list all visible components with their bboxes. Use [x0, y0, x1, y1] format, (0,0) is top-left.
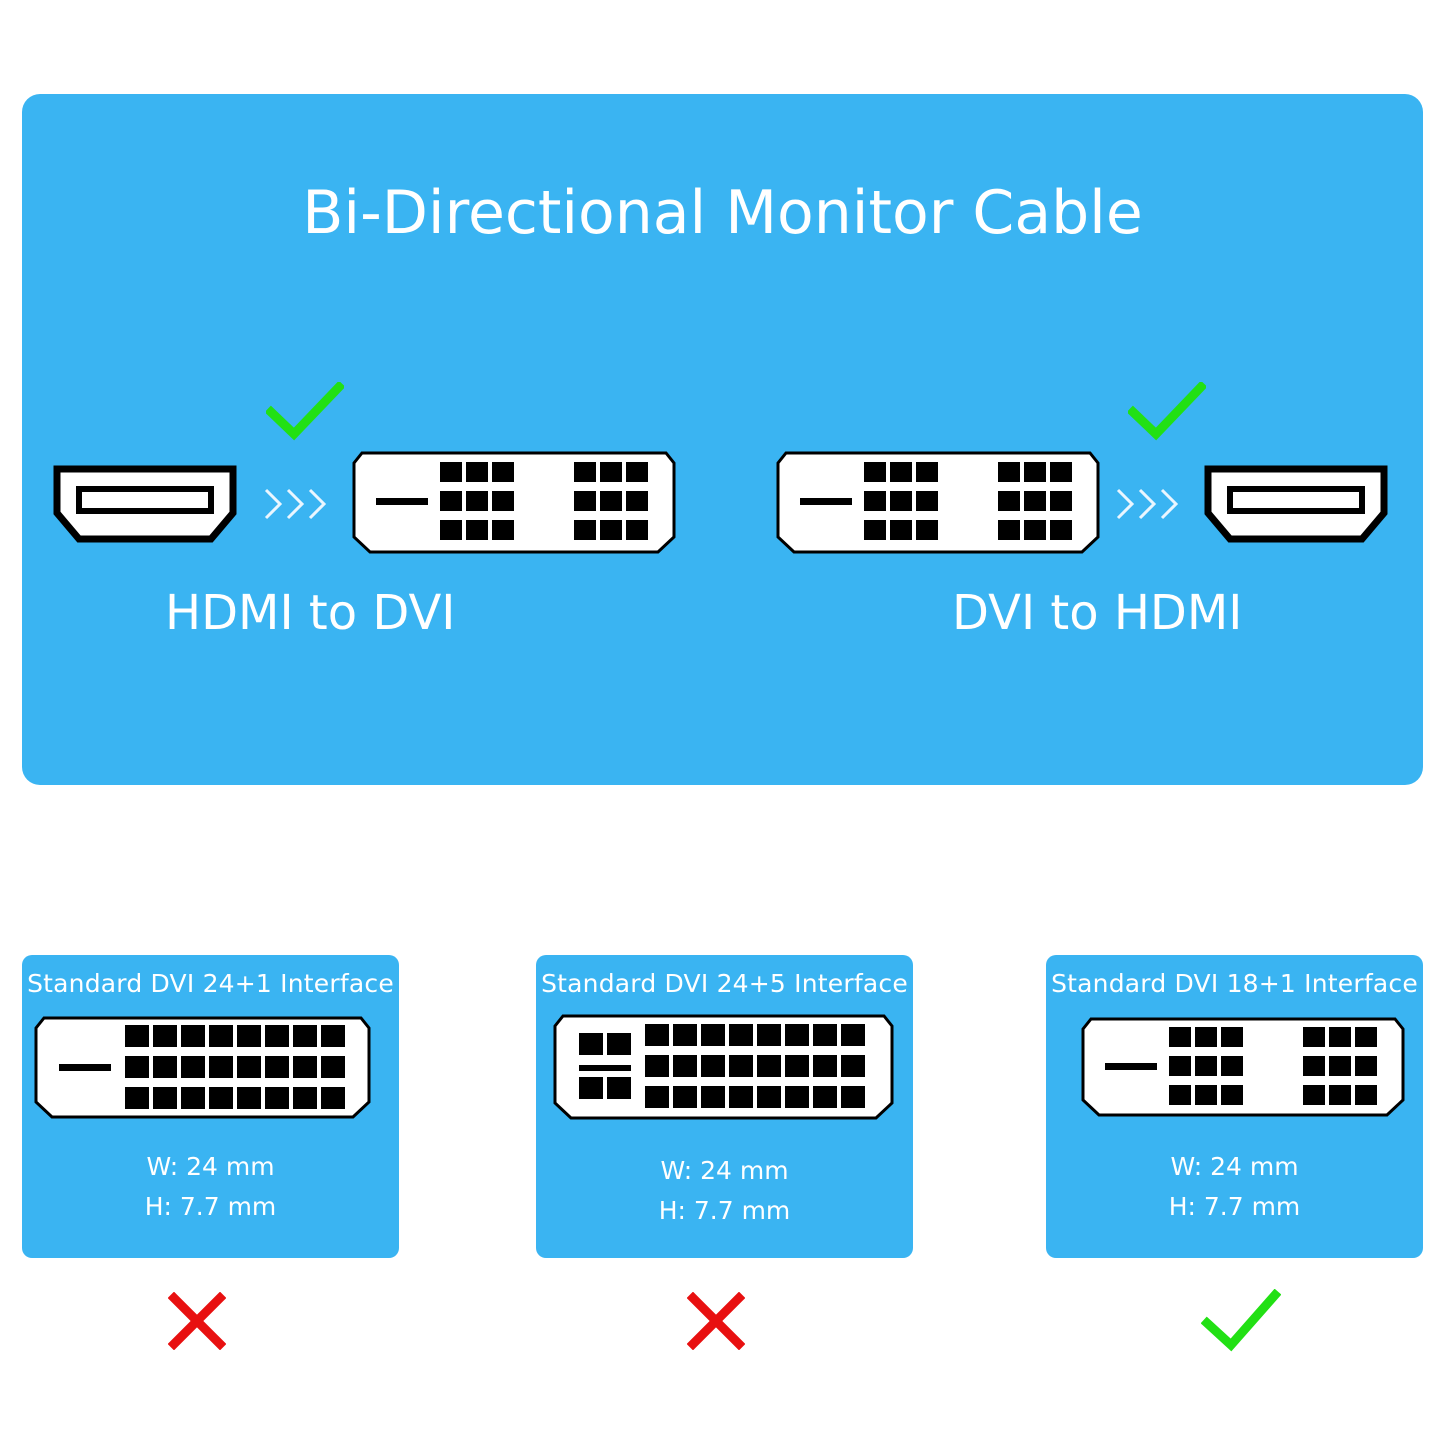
- interface-height: H: 7.7 mm: [1168, 1192, 1301, 1221]
- arrow-icon: [1114, 486, 1182, 522]
- page-title: Bi-Directional Monitor Cable: [302, 178, 1143, 248]
- interface-title: Standard DVI 24+1 Interface: [27, 969, 394, 998]
- check-icon: [1128, 382, 1206, 442]
- interface-height: H: 7.7 mm: [144, 1192, 277, 1221]
- hdmi-to-dvi-label: HDMI to DVI: [165, 585, 456, 641]
- interface-card-18-1: Standard DVI 18+1 Interface W: 24 mm H: …: [1046, 955, 1423, 1258]
- interface-card-24-1: Standard DVI 24+1 Interface W: 24 mm H: …: [22, 955, 399, 1258]
- interface-title: Standard DVI 18+1 Interface: [1051, 969, 1418, 998]
- check-icon: [266, 382, 344, 442]
- dvi-24-1-port-icon: [34, 1016, 371, 1119]
- dvi-18-1-port-icon: [352, 451, 676, 554]
- cross-icon: [168, 1292, 226, 1350]
- cross-icon: [687, 1292, 745, 1350]
- interface-title: Standard DVI 24+5 Interface: [541, 969, 908, 998]
- hdmi-port-icon: [53, 465, 237, 543]
- bi-directional-panel: [22, 94, 1423, 785]
- dvi-24-5-port-icon: [553, 1014, 894, 1120]
- interface-width: W: 24 mm: [146, 1152, 275, 1181]
- check-icon: [1201, 1289, 1281, 1353]
- arrow-icon: [262, 486, 330, 522]
- dvi-18-1-port-icon: [776, 451, 1100, 554]
- interface-width: W: 24 mm: [1170, 1152, 1299, 1181]
- dvi-to-hdmi-label: DVI to HDMI: [952, 585, 1243, 641]
- interface-width: W: 24 mm: [660, 1156, 789, 1185]
- hdmi-port-icon: [1204, 465, 1388, 543]
- dvi-18-1-port-icon: [1081, 1017, 1405, 1117]
- interface-height: H: 7.7 mm: [658, 1196, 791, 1225]
- interface-card-24-5: Standard DVI 24+5 Interface W: 24 mm H: …: [536, 955, 913, 1258]
